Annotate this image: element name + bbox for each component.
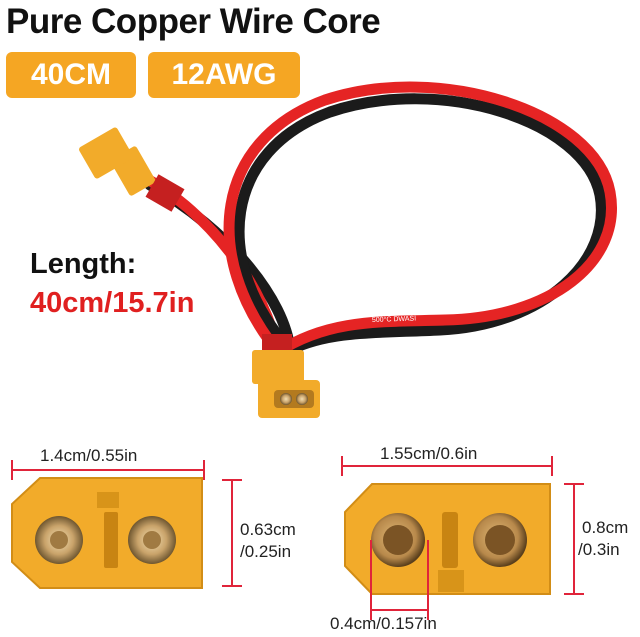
wire-cable: 500°C DWASI xyxy=(134,81,617,358)
right-width-label: 1.55cm/0.6in xyxy=(380,444,478,463)
left-width-label: 1.4cm/0.55in xyxy=(40,446,138,465)
pin-spacing-label: 0.4cm/0.157in xyxy=(330,614,437,633)
right-height-cm-label: 0.8cm xyxy=(582,518,629,537)
length-badge: 40CM xyxy=(6,52,136,98)
cable-print-text: 500°C DWASI xyxy=(372,314,416,324)
length-value: 40cm/15.7in xyxy=(30,287,195,319)
dimension-lines xyxy=(11,456,584,620)
left-connector-face xyxy=(11,477,203,589)
page-title: Pure Copper Wire Core xyxy=(6,2,381,41)
right-connector-face xyxy=(344,483,551,595)
left-height-in-label: /0.25in xyxy=(240,542,292,561)
top-connector xyxy=(79,127,185,212)
gauge-badge: 12AWG xyxy=(148,52,300,98)
length-label: Length: xyxy=(30,248,137,280)
bottom-connector xyxy=(252,334,320,418)
right-height-in-label: /0.3in xyxy=(578,540,620,559)
left-height-cm-label: 0.63cm xyxy=(240,520,296,539)
